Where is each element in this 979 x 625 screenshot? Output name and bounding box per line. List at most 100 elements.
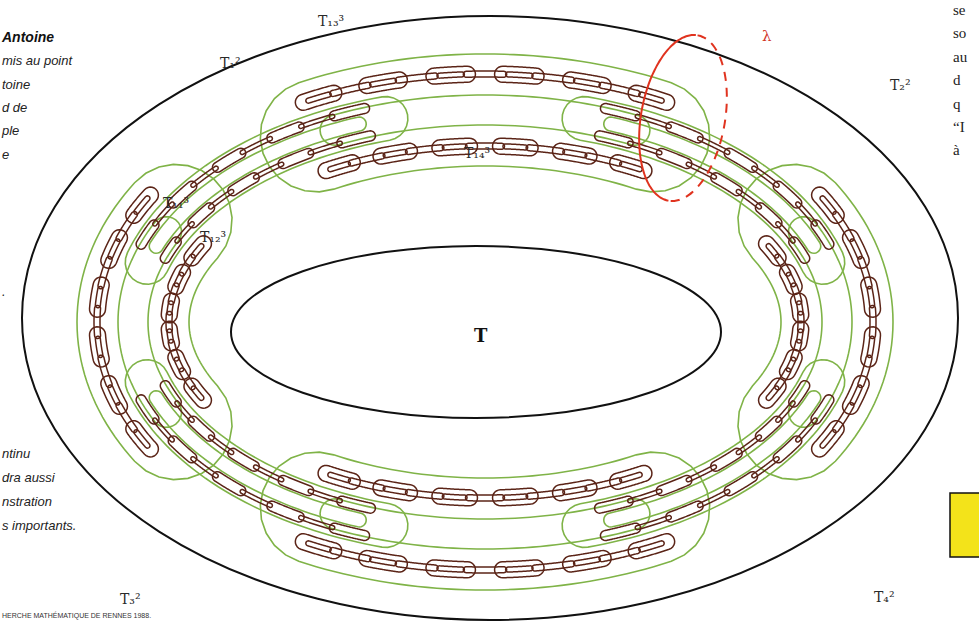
brown-torus-outline: [95, 287, 102, 308]
article-text: d: [953, 72, 961, 89]
brown-torus-outline: [442, 144, 467, 150]
brown-torus-outline: [759, 236, 786, 266]
brown-torus-outline: [136, 395, 159, 424]
article-text: so: [953, 25, 966, 42]
brown-tori: [90, 66, 881, 577]
brown-torus-outline: [188, 203, 214, 228]
brown-torus-outline: [752, 457, 779, 478]
brown-torus-outline: [134, 196, 150, 214]
brown-torus-outline: [595, 131, 634, 148]
brown-torus-outline: [160, 237, 181, 263]
brown-torus-outline: [563, 486, 587, 494]
brown-torus-outline: [766, 244, 779, 258]
brown-torus-outline: [766, 386, 779, 400]
brown-torus-outline: [168, 265, 191, 295]
brown-torus-outline: [442, 494, 467, 500]
brown-torus-outline: [395, 73, 438, 83]
brown-torus-outline: [370, 78, 397, 87]
brown-torus-outline: [789, 381, 810, 407]
brown-torus-outline: [867, 336, 874, 357]
brown-torus-outline: [861, 327, 881, 367]
caption-text: .: [2, 285, 6, 299]
brown-torus-outline: [383, 486, 407, 494]
brown-torus-outline: [752, 166, 779, 187]
torus-label: T: [474, 326, 487, 346]
brown-torus-outline: [209, 189, 234, 209]
brown-torus-outline: [791, 293, 809, 323]
brown-torus-outline: [426, 66, 475, 84]
brown-torus-outline: [736, 189, 761, 209]
green-torus-outline: [149, 391, 366, 527]
brown-torus-outline: [811, 395, 834, 424]
brown-torus-outline: [599, 82, 640, 96]
brown-torus-outline: [98, 257, 112, 289]
article-text: q: [953, 96, 961, 113]
brown-torus-outline: [858, 355, 872, 387]
caption-text: Antoine: [2, 30, 54, 45]
brown-torus-outline: [184, 378, 211, 408]
brown-torus-outline: [610, 465, 652, 489]
brown-torus-outline: [295, 534, 342, 559]
brown-torus-outline: [306, 92, 331, 103]
brown-torus-outline: [639, 541, 664, 552]
curve-label: λ: [762, 28, 772, 45]
brown-torus-outline: [306, 541, 331, 552]
green-torus-outline: [320, 95, 650, 145]
brown-torus-outline: [328, 472, 350, 482]
brown-torus-outline: [98, 355, 112, 387]
torus-label: T₁₄³: [464, 146, 490, 161]
brown-torus-outline: [191, 166, 218, 187]
caption-text: e: [2, 148, 9, 162]
torus-hole: [231, 246, 721, 418]
brown-torus-outline: [465, 495, 504, 501]
brown-torus-outline: [532, 73, 575, 83]
brown-torus-outline: [328, 162, 350, 172]
brown-torus-outline: [426, 560, 475, 578]
brown-torus-outline: [858, 257, 872, 289]
green-tori: [77, 54, 893, 590]
brown-torus-outline: [295, 85, 342, 110]
brown-torus-outline: [811, 220, 834, 249]
brown-torus-outline: [254, 162, 284, 179]
credit-text: HERCHE MATHÉMATIQUE DE RENNES 1988.: [2, 612, 151, 620]
brown-torus-outline: [820, 430, 836, 448]
brown-torus-outline: [620, 162, 642, 172]
caption-text: dra aussi: [2, 471, 55, 485]
brown-torus-outline: [503, 494, 528, 500]
brown-torus-outline: [95, 336, 102, 357]
brown-torus-outline: [254, 465, 284, 482]
article-text: à: [953, 142, 960, 159]
brown-torus-outline: [395, 561, 438, 571]
brown-torus-outline: [161, 293, 179, 323]
brown-torus-outline: [188, 416, 214, 441]
torus-label: T₁₃³: [318, 14, 344, 29]
brown-torus-outline: [406, 145, 444, 155]
brown-torus-outline: [175, 222, 194, 243]
green-torus-outline: [562, 360, 845, 548]
torus-label: T₁₂³: [200, 230, 226, 245]
brown-torus-outline: [600, 523, 640, 540]
brown-torus-outline: [574, 557, 601, 566]
brown-torus-outline: [228, 448, 259, 471]
brown-torus-outline: [330, 548, 371, 562]
brown-torus-outline: [563, 149, 587, 157]
green-torus-outline: [604, 117, 821, 253]
brown-torus-outline: [773, 436, 801, 463]
brown-torus-outline: [463, 567, 506, 573]
brown-torus-outline: [506, 566, 533, 572]
brown-torus-outline: [126, 421, 159, 457]
lambda-loop: [639, 35, 727, 201]
caption-text: ple: [2, 124, 19, 138]
green-torus-outline: [125, 97, 408, 285]
article-text: se: [953, 2, 966, 19]
article-text: au: [953, 49, 967, 66]
lambda-curve-hidden: [670, 35, 727, 201]
brown-torus-outline: [318, 465, 360, 489]
brown-torus-outline: [628, 534, 675, 559]
brown-torus-outline: [867, 287, 874, 308]
brown-torus-outline: [686, 162, 716, 179]
caption-text: toine: [2, 78, 30, 92]
brown-torus-outline: [160, 381, 181, 407]
caption-text: d de: [2, 101, 27, 115]
